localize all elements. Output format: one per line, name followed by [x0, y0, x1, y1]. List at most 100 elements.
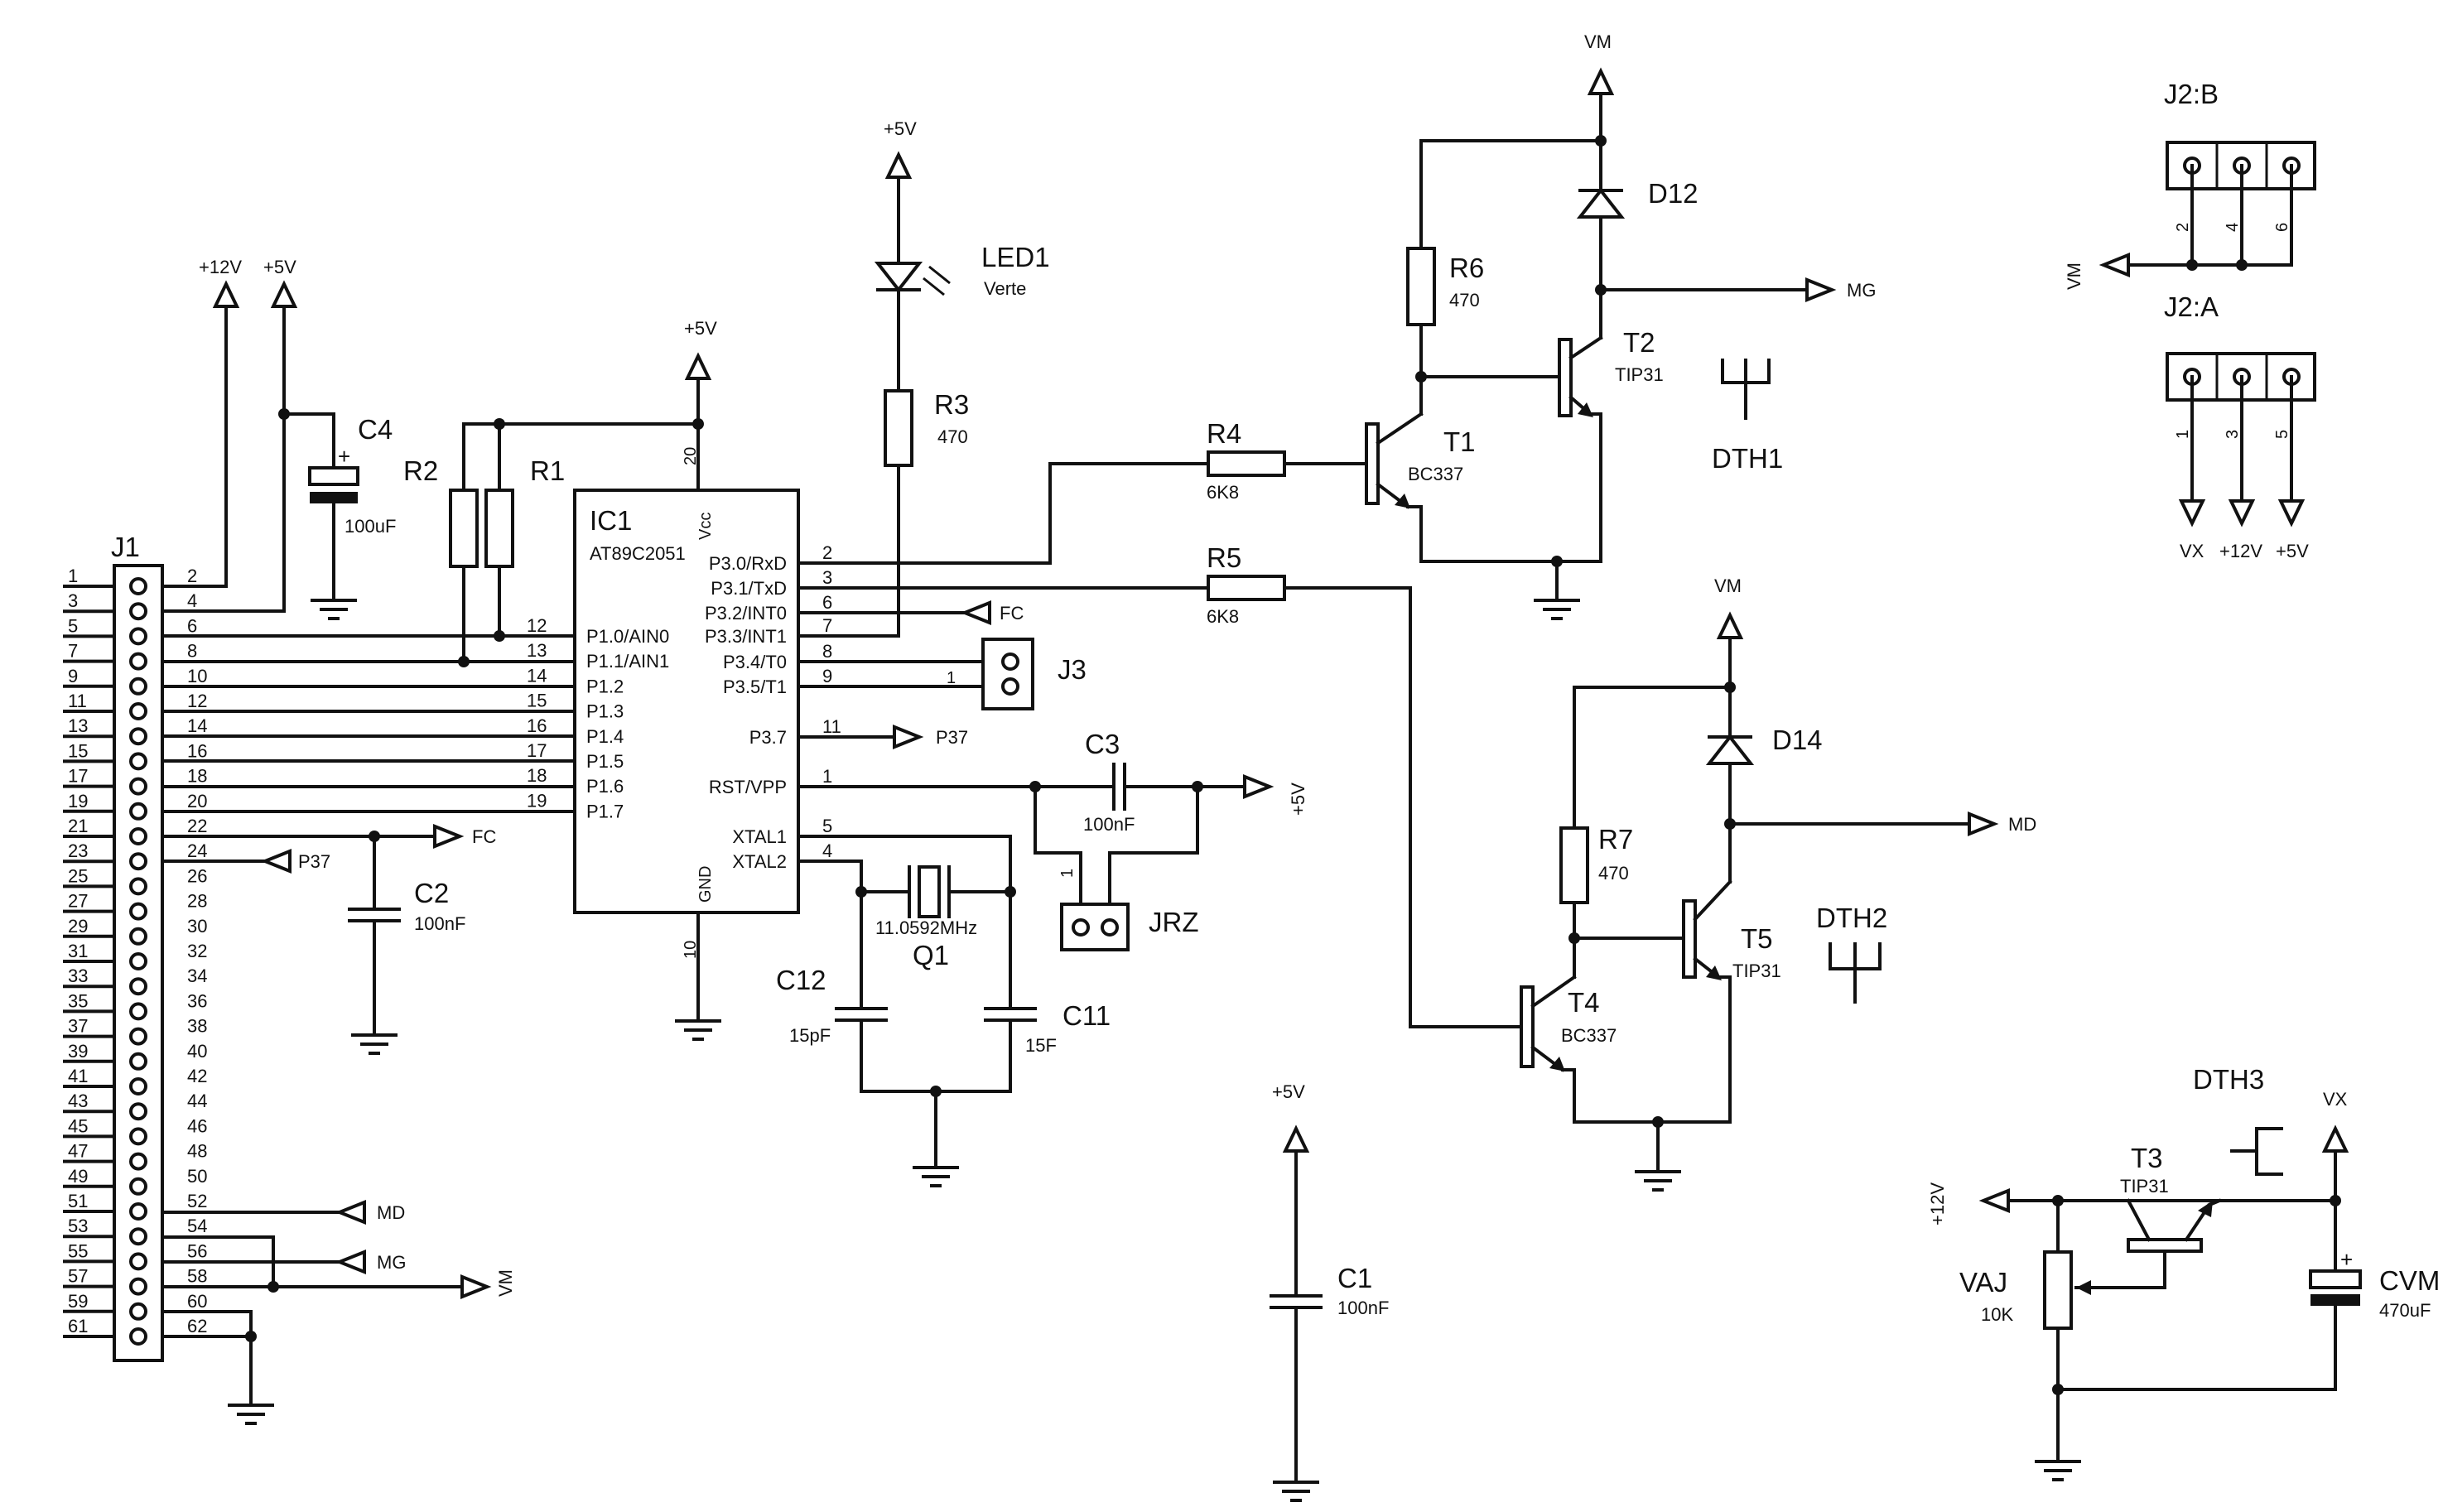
ic1-right-pin-number: 4: [822, 840, 832, 861]
ic1-right-pin-number: 6: [822, 592, 832, 613]
j1-pin-hole: [129, 602, 147, 621]
c3-value: 100nF: [1083, 814, 1135, 835]
r5-value: 6K8: [1207, 606, 1239, 627]
j1-left-pin-number: 51: [68, 1191, 88, 1211]
r7-value: 470: [1598, 863, 1629, 884]
j1-left-pin-number: 57: [68, 1266, 88, 1287]
dth3-heatsink-icon: [2230, 1127, 2283, 1176]
j1-right-pin-number: 32: [187, 941, 207, 961]
t5-value: TIP31: [1732, 961, 1781, 981]
j1-pin-hole: [129, 577, 147, 595]
q1-ref: Q1: [913, 940, 949, 970]
j1-left-pin-number: 53: [68, 1216, 88, 1236]
j1-pin-hole: [129, 1052, 147, 1071]
ic1-left-pin-number: 17: [527, 740, 547, 761]
svg-text:+: +: [2340, 1247, 2353, 1272]
j1-left-pin-number: 41: [68, 1066, 88, 1086]
j1-right-pin-number: 14: [187, 715, 207, 736]
j1-ref: J1: [111, 532, 140, 562]
r4-value: 6K8: [1207, 482, 1239, 503]
t1-value: BC337: [1408, 464, 1463, 484]
q1-value: 11.0592MHz: [875, 917, 977, 938]
ic1-right-pin-name: P3.7: [749, 727, 787, 748]
ic1-gnd-label: GND: [696, 866, 715, 903]
j1-net-mg: MG: [377, 1252, 406, 1273]
j1-pin-hole: [129, 827, 147, 845]
j1-pin-hole: [129, 952, 147, 970]
ic1-mcu: IC1 AT89C2051 Vcc GND +5V 20 10 12P1.0/A…: [527, 318, 841, 1041]
j1-right-pin-number: 56: [187, 1240, 207, 1261]
mg-rail-vm: VM: [1584, 31, 1612, 52]
j2a-ref: J2:A: [2164, 291, 2219, 322]
dth2-heatsink-icon: [1829, 942, 1882, 1004]
c12-value: 15pF: [789, 1025, 831, 1046]
ic1-net-fc: FC: [1000, 603, 1024, 624]
mg-output-label: MG: [1847, 280, 1876, 301]
dth1-ref: DTH1: [1712, 443, 1783, 474]
j1-left-pin-number: 27: [68, 891, 88, 912]
j1-right-pin-number: 40: [187, 1041, 207, 1062]
ic1-part: AT89C2051: [590, 543, 686, 564]
header-j2a: J2:A 1 3 5 VX +12V +5V: [2164, 291, 2316, 561]
ic1-right-pin-number: 8: [822, 641, 832, 662]
ic1-left-pin-name: P1.6: [586, 776, 624, 797]
ic1-right-pin-name: P3.3/INT1: [705, 626, 787, 647]
j2b-ref: J2:B: [2164, 79, 2219, 109]
j1-wiring: +12V +5V + C4 100uF FC P37 C2 100nF MD M…: [161, 257, 576, 1425]
r6-value: 470: [1449, 290, 1480, 311]
j1-right-pin-number: 28: [187, 891, 207, 912]
j1-left-pin-number: 29: [68, 916, 88, 937]
ic1-left-pin-number: 16: [527, 715, 547, 736]
j1-pin-hole: [129, 702, 147, 720]
c2-value: 100nF: [414, 913, 465, 934]
j1-right-pin-number: 38: [187, 1016, 207, 1037]
j1-left-pin-number: 31: [68, 941, 88, 961]
j1-pin-hole: [129, 927, 147, 946]
j1-right-pin-number: 62: [187, 1316, 207, 1336]
j2b-pin-4: 4: [2224, 223, 2242, 232]
jrz-pin1: 1: [1058, 869, 1077, 878]
ic1-vcc-pin: 20: [682, 447, 700, 465]
driver-mg: VM D12 MG R6 470 T1 BC337 T2 TIP31 DTH1: [1365, 31, 1876, 620]
svg-text:+: +: [338, 444, 350, 469]
j1-right-pin-number: 58: [187, 1266, 207, 1287]
dth2-ref: DTH2: [1816, 903, 1887, 933]
j1-left-pin-number: 1: [68, 566, 78, 586]
md-rail-vm: VM: [1714, 575, 1742, 596]
c11-value: 15F: [1025, 1035, 1057, 1056]
t3-ref: T3: [2131, 1143, 2163, 1173]
ic1-left-pin-name: P1.3: [586, 701, 624, 722]
ic1-gnd-pin: 10: [682, 941, 700, 959]
j1-pin-hole: [129, 677, 147, 696]
j1-left-pin-number: 5: [68, 615, 78, 636]
j1-right-pin-number: 52: [187, 1191, 207, 1211]
j1-pin-hole: [129, 1077, 147, 1095]
j1-pin-hole: [129, 652, 147, 671]
j1-pin-hole: [129, 977, 147, 996]
ic1-left-pin-name: P1.5: [586, 751, 624, 772]
j1-right-pin-number: 22: [187, 816, 207, 836]
j1-left-pin-number: 3: [68, 590, 78, 611]
ic1-left-pin-number: 19: [527, 790, 547, 811]
t2-ref: T2: [1623, 327, 1655, 358]
j1-left-pin-number: 59: [68, 1291, 88, 1312]
j1-pin-hole: [129, 1252, 147, 1271]
t5-ref: T5: [1741, 923, 1773, 954]
j2a-pin-5: 5: [2273, 430, 2291, 439]
ic1-right-pin-name: P3.5/T1: [723, 677, 787, 697]
ic1-right-pin-number: 9: [822, 666, 832, 686]
ic1-left-pin-number: 14: [527, 665, 547, 686]
ic1-left-pin-name: P1.2: [586, 676, 624, 696]
t4-ref: T4: [1568, 987, 1600, 1018]
j1-right-pin-number: 8: [187, 641, 197, 662]
j1-pin-hole: [129, 1102, 147, 1121]
cvm-value: 470uF: [2379, 1300, 2431, 1321]
j1-right-pin-number: 18: [187, 766, 207, 787]
ic1-right-pin-number: 2: [822, 542, 832, 563]
j1-right-pin-number: 34: [187, 965, 207, 986]
r7-ref: R7: [1598, 824, 1633, 855]
j3-pin1: 1: [947, 669, 956, 687]
r3-value: 470: [937, 426, 968, 447]
